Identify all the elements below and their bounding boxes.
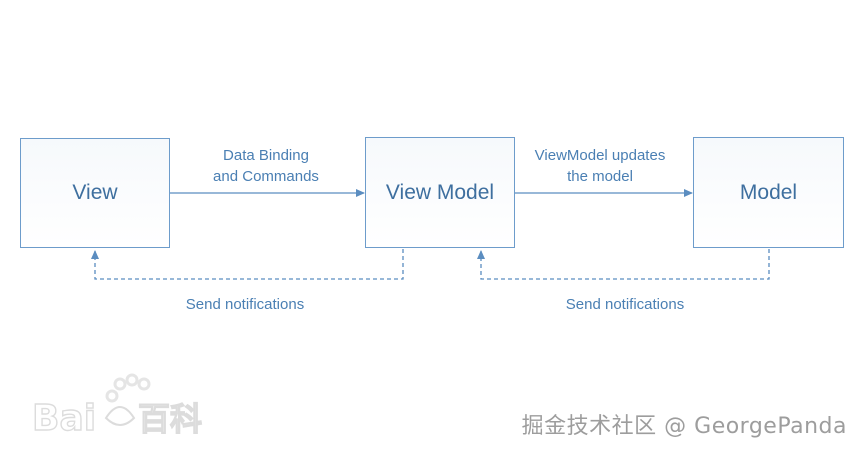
node-view: View	[20, 138, 170, 248]
node-view-model: View Model	[365, 137, 515, 248]
node-view-model-label: View Model	[385, 180, 495, 204]
arrow-model-notifies-viewmodel	[477, 249, 770, 280]
baidu-logo-text: Bai	[32, 398, 96, 439]
node-model-label: Model	[739, 180, 798, 204]
arrow-viewmodel-notifies-view	[91, 249, 404, 280]
credit-watermark: 掘金技术社区 @ GeorgePanda	[521, 414, 847, 439]
node-view-label: View	[72, 181, 118, 204]
edge-label-viewmodel-updates: ViewModel updates the model	[534, 147, 666, 185]
edge-label-send-notifications-view: Send notifications	[185, 296, 305, 313]
baidu-watermark-logo: Bai 百科	[31, 373, 203, 440]
svg-text:百科: 百科	[138, 400, 202, 438]
node-model: Model	[693, 137, 844, 248]
edge-label-send-notifications-viewmodel: Send notifications	[565, 296, 685, 313]
edge-label-data-binding: Data Binding and Commands	[213, 147, 319, 185]
